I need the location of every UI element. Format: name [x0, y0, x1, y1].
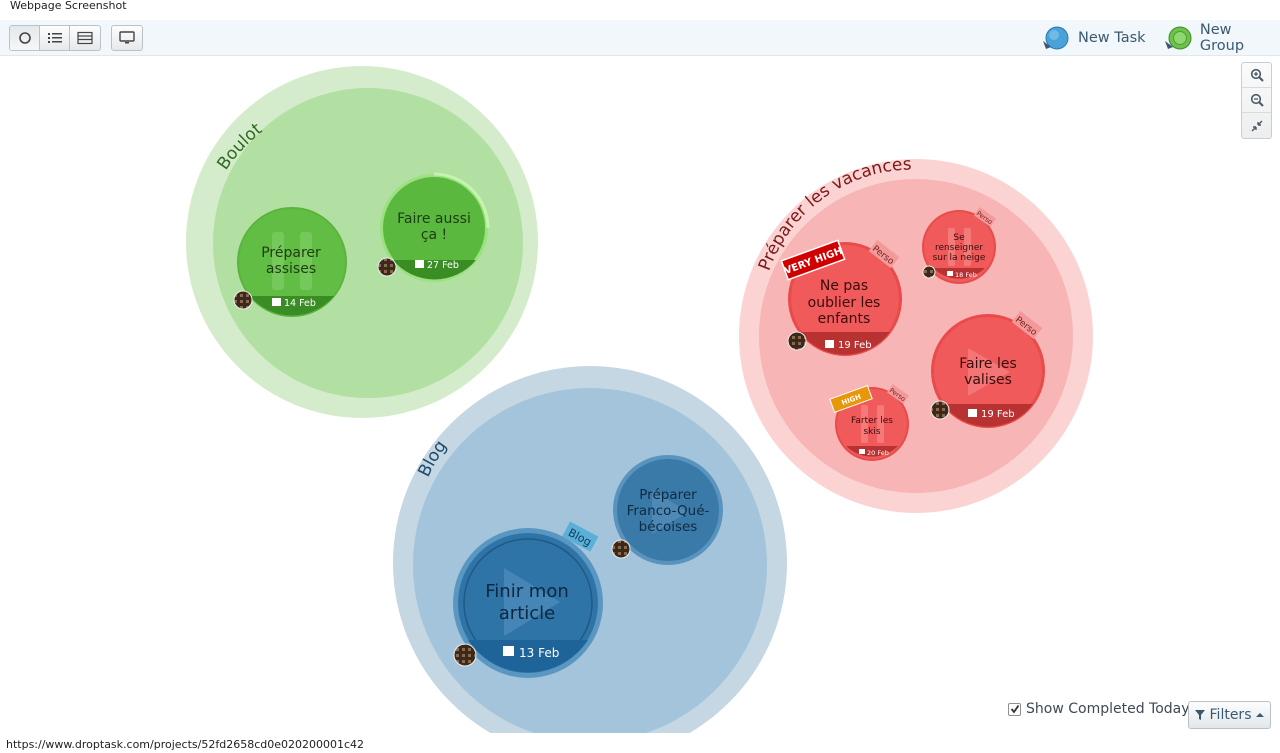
circle-view-icon	[18, 32, 31, 44]
task-finir-mon-article[interactable]: Finir mon article 13 Feb Blog	[453, 521, 603, 678]
new-group-label: New Group	[1199, 22, 1245, 54]
circle-view-button[interactable]	[10, 26, 40, 50]
tag-badge	[886, 384, 910, 404]
task-title-line: renseigner	[935, 243, 983, 253]
fit-view-button[interactable]	[1242, 113, 1271, 138]
new-task-label: New Task	[1078, 30, 1146, 46]
zoom-controls	[1241, 62, 1272, 139]
task-title-line: Faire aussi	[397, 211, 471, 227]
task-title-line: Ne pas	[820, 278, 868, 294]
tag-badge	[562, 521, 599, 552]
pause-icon	[272, 232, 284, 290]
task-title-line: Préparer	[639, 487, 697, 503]
task-preparer-assises[interactable]: Préparer assises 14 Feb	[233, 207, 347, 317]
play-icon	[652, 490, 688, 534]
group-boulot[interactable]: Boulot	[186, 66, 538, 418]
task-title-line: Farter les	[851, 416, 893, 426]
due-date: 14 Feb	[284, 298, 316, 309]
avatar[interactable]	[930, 400, 950, 420]
list-view-button[interactable]	[40, 26, 70, 50]
zoom-in-icon	[1250, 68, 1264, 82]
task-title-line: article	[499, 603, 555, 624]
filter-icon	[1194, 710, 1205, 720]
filters-label: Filters	[1209, 707, 1252, 723]
priority-badge	[829, 384, 873, 414]
priority-badge	[780, 239, 846, 281]
calendar-icon	[859, 449, 865, 454]
show-completed-toggle[interactable]: Show Completed Today	[1008, 701, 1190, 717]
list-view-icon	[47, 33, 62, 43]
new-task-button[interactable]: New Task	[1040, 24, 1146, 52]
tag-badge	[868, 239, 900, 269]
calendar-icon	[968, 409, 977, 417]
zoom-in-button[interactable]	[1242, 63, 1271, 88]
due-date: 27 Feb	[427, 260, 459, 271]
page-caption: Webpage Screenshot	[10, 0, 127, 12]
new-group-icon	[1165, 26, 1192, 50]
table-view-button[interactable]	[70, 26, 100, 50]
due-date: 19 Feb	[838, 340, 872, 351]
task-title-line: enfants	[818, 311, 871, 327]
calendar-icon	[415, 260, 424, 268]
play-icon	[968, 348, 1010, 396]
task-title-line: Finir mon	[485, 581, 569, 602]
avatar[interactable]	[233, 290, 253, 310]
zoom-out-icon	[1250, 93, 1264, 107]
task-title-line: Franco-Qué-	[627, 503, 710, 519]
task-preparer-franco-quebecoises[interactable]: Préparer Franco-Qué- bécoises	[611, 455, 723, 565]
task-title-line: oublier les	[808, 295, 881, 311]
new-task-icon	[1043, 26, 1069, 50]
new-group-button[interactable]: New Group	[1162, 22, 1280, 54]
show-completed-checkbox[interactable]	[1008, 702, 1021, 716]
task-faire-les-valises[interactable]: Faire les valises 19 Feb Perso	[930, 310, 1045, 428]
view-switcher	[9, 25, 101, 51]
calendar-icon	[272, 298, 281, 306]
pause-icon	[948, 228, 955, 266]
task-farter-les-skis[interactable]: Farter les skis 20 Feb HIGH Perso	[829, 384, 910, 461]
calendar-icon	[947, 271, 953, 276]
due-date: 20 Feb	[867, 449, 889, 457]
chevron-up-icon	[1256, 713, 1265, 717]
tag-badge	[1011, 310, 1043, 340]
calendar-icon	[825, 340, 834, 348]
show-completed-label: Show Completed Today	[1026, 701, 1190, 717]
task-ne-pas-oublier-les-enfants[interactable]: Ne pas oublier les enfants 19 Feb VERY H…	[780, 239, 902, 356]
avatar[interactable]	[377, 257, 397, 277]
checkmark-icon	[1010, 704, 1019, 714]
task-title-line: Se	[953, 233, 965, 243]
play-icon	[504, 568, 560, 636]
pause-icon	[861, 405, 868, 443]
due-date: 13 Feb	[519, 646, 559, 660]
task-se-renseigner-sur-la-neige[interactable]: Se renseigner sur la neige 18 Feb Perso	[922, 207, 997, 284]
task-faire-aussi-ca[interactable]: Faire aussi ça ! 27 Feb	[377, 172, 490, 282]
due-date: 19 Feb	[981, 409, 1015, 420]
task-title-line: valises	[964, 372, 1012, 388]
avatar[interactable]	[787, 331, 807, 351]
task-title-line: sur la neige	[933, 253, 986, 263]
collapse-icon	[1251, 120, 1262, 131]
avatar[interactable]	[453, 643, 477, 667]
bubble-canvas: Boulot Préparer assises 14 Feb Faire aus…	[186, 66, 1093, 733]
zoom-out-button[interactable]	[1242, 88, 1271, 113]
monitor-icon	[119, 31, 135, 44]
tag-badge	[973, 207, 997, 227]
due-date: 18 Feb	[955, 271, 977, 279]
table-view-icon	[77, 31, 93, 45]
task-title-line: Préparer	[261, 245, 321, 261]
filters-button[interactable]: Filters	[1188, 701, 1271, 729]
task-title-line: bécoises	[639, 519, 698, 535]
calendar-icon	[503, 646, 514, 656]
present-button[interactable]	[111, 25, 143, 51]
task-title-line: Faire les	[959, 356, 1017, 372]
task-title-line: assises	[266, 261, 316, 277]
avatar[interactable]	[611, 539, 631, 559]
task-title-line: skis	[863, 427, 880, 437]
avatar[interactable]	[922, 265, 936, 279]
status-url: https://www.droptask.com/projects/52fd26…	[6, 738, 365, 751]
status-bar: https://www.droptask.com/projects/52fd26…	[0, 733, 1280, 753]
task-title-line: ça !	[421, 227, 447, 243]
toolbar: New Task New Group	[0, 20, 1280, 56]
